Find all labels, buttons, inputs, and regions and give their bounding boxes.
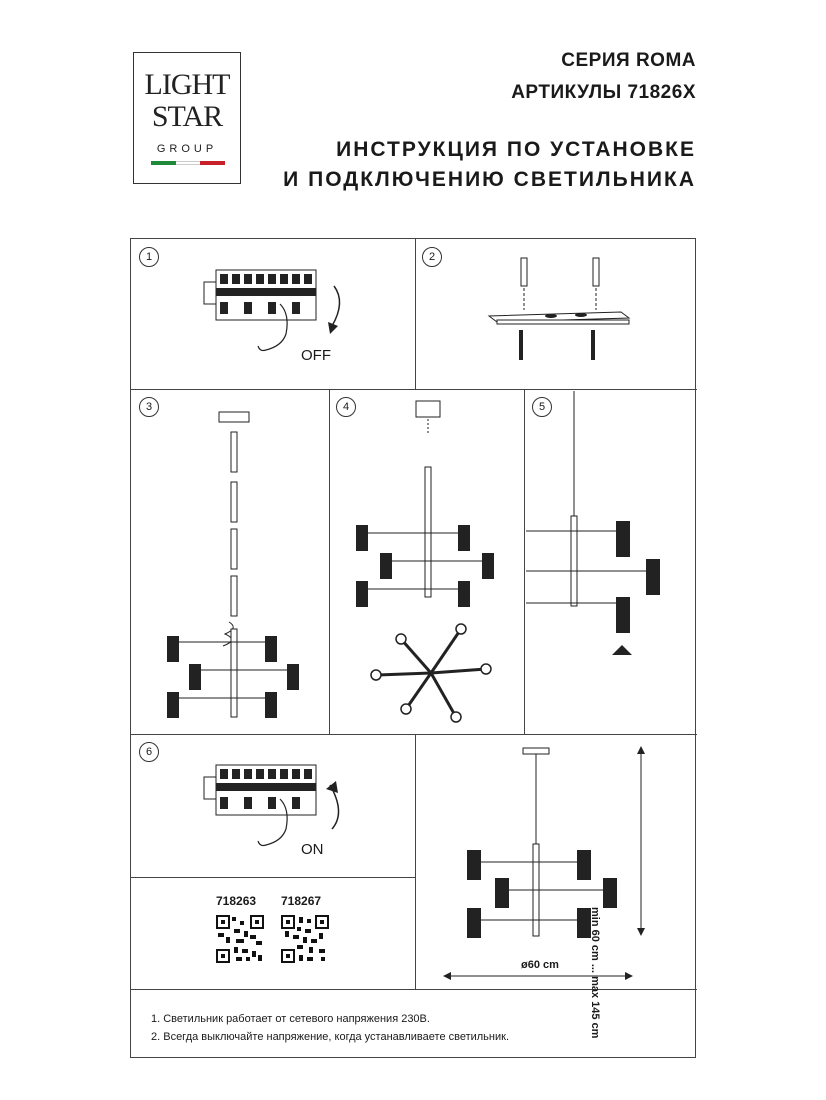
qr-code-718267: [281, 915, 329, 963]
instruction-title-line1: ИНСТРУКЦИЯ ПО УСТАНОВКЕ: [336, 138, 696, 161]
sku-718263: 718263: [216, 894, 257, 908]
divider-col-row3: [415, 734, 416, 989]
rod-assembly-illustration: [167, 411, 299, 718]
logo-text-light: LIGHT: [144, 68, 231, 101]
on-label: ON: [301, 841, 324, 858]
divider-col-b-row2: [524, 389, 525, 734]
article-numbers: АРТИКУЛЫ 71826X: [511, 82, 696, 103]
dimensions-illustration: [443, 746, 645, 980]
italian-flag-stripe: [151, 161, 226, 165]
step-badge-6: 6: [139, 742, 159, 762]
off-label: OFF: [301, 347, 331, 364]
divider-notes: [131, 989, 697, 990]
brand-logo: LIGHT STAR GROUP: [133, 52, 241, 184]
step-badge-1: 1: [139, 247, 159, 267]
diameter-label: ø60 cm: [521, 959, 559, 971]
step-badge-3: 3: [139, 397, 159, 417]
logo-text-star: STAR: [151, 100, 223, 133]
mounting-plate-illustration: [487, 257, 631, 360]
instruction-grid: 1 2 3 4 5 6 OFF: [130, 238, 697, 1058]
breaker-on-illustration: [203, 764, 340, 847]
step-badge-2: 2: [422, 247, 442, 267]
hang-fixture-illustration: [356, 400, 494, 723]
divider-col-a-row2: [329, 389, 330, 734]
breaker-off-illustration: [203, 269, 341, 352]
divider-row3-left: [131, 877, 415, 878]
logo-text-group: GROUP: [156, 143, 218, 155]
instruction-title-line2: И ПОДКЛЮЧЕНИЮ СВЕТИЛЬНИКА: [283, 168, 696, 191]
height-range-label: min 60 cm ... max 145 cm: [589, 907, 601, 1039]
lampshade-install-illustration: [526, 391, 660, 655]
divider-row2: [131, 734, 697, 735]
divider-col-row1: [415, 239, 416, 389]
divider-row1: [131, 389, 697, 390]
note-voltage: 1. Светильник работает от сетевого напря…: [151, 1013, 430, 1025]
qr-code-718263: [216, 915, 264, 963]
step-badge-5: 5: [532, 397, 552, 417]
series-title: СЕРИЯ ROMA: [561, 50, 696, 71]
note-power-off: 2. Всегда выключайте напряжение, когда у…: [151, 1031, 510, 1043]
sku-718267: 718267: [281, 894, 322, 908]
step-badge-4: 4: [336, 397, 356, 417]
